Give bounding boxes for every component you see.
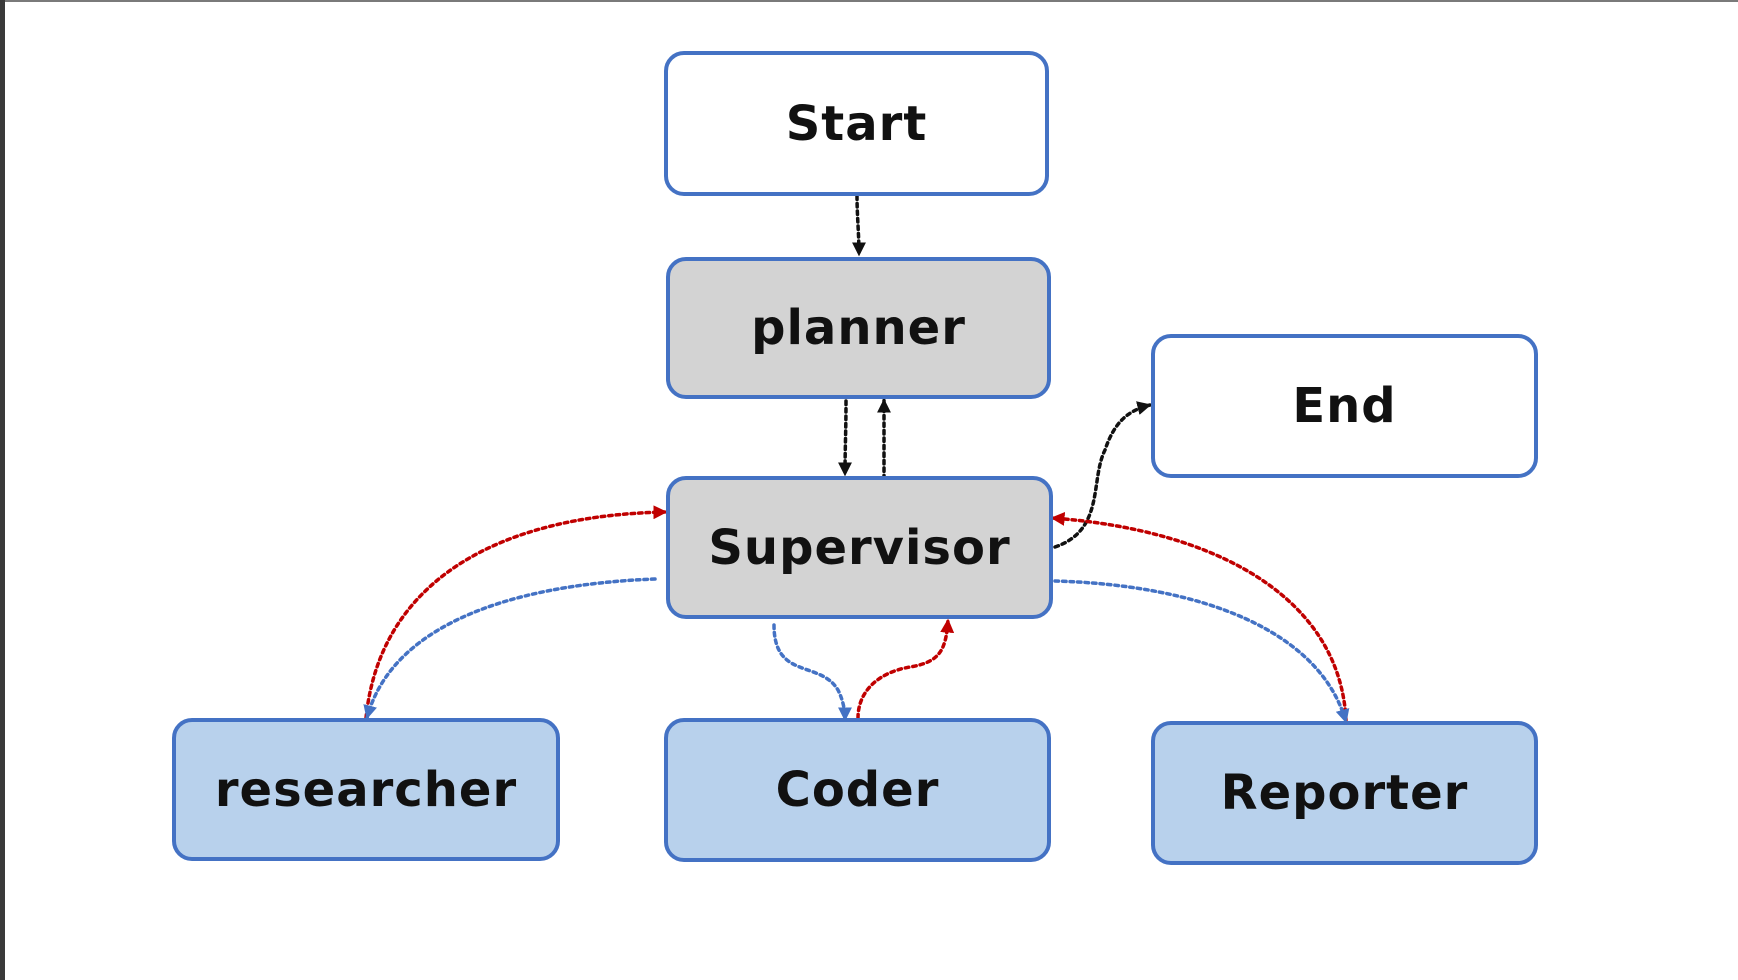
edge-reporter-to-supervisor (1050, 511, 1348, 722)
supervisor-node[interactable]: Supervisor (666, 476, 1053, 619)
edge-planner-to-supervisor (838, 399, 853, 477)
edge-start-to-planner (851, 194, 866, 257)
reporter-node[interactable]: Reporter (1151, 721, 1538, 865)
start-node[interactable]: Start (664, 51, 1049, 196)
coder-node[interactable]: Coder (664, 718, 1051, 862)
end-label: End (1292, 378, 1397, 434)
supervisor-label: Supervisor (708, 519, 1011, 576)
edge-coder-to-supervisor (856, 618, 955, 720)
reporter-label: Reporter (1220, 765, 1469, 821)
edge-supervisor-to-researcher (363, 577, 657, 720)
planner-node[interactable]: planner (666, 257, 1051, 399)
window-left-border (0, 0, 5, 980)
coder-label: Coder (775, 762, 940, 818)
edge-supervisor-to-end (1053, 401, 1152, 549)
window-top-border (0, 0, 1738, 2)
edge-researcher-to-supervisor (364, 505, 668, 720)
researcher-label: researcher (214, 761, 518, 818)
edge-supervisor-to-coder (772, 623, 852, 722)
planner-label: planner (751, 300, 966, 356)
end-node[interactable]: End (1151, 334, 1538, 478)
researcher-node[interactable]: researcher (172, 718, 560, 861)
edge-supervisor-to-reporter (1053, 579, 1350, 724)
start-label: Start (785, 95, 928, 152)
